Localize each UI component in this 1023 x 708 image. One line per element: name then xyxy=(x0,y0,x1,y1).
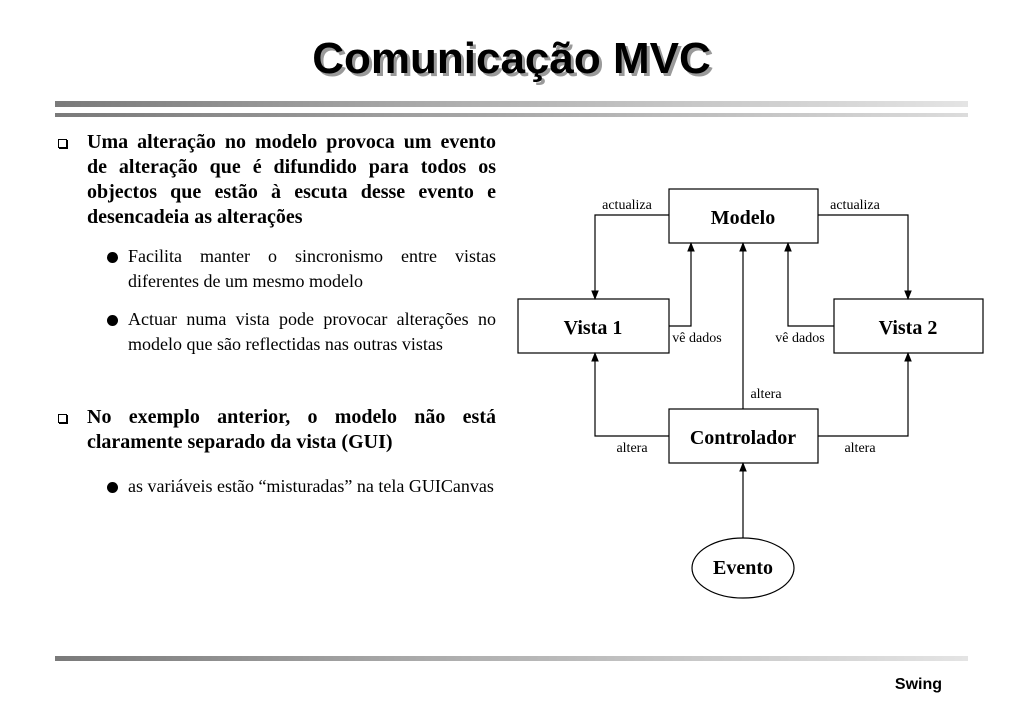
title-divider xyxy=(55,101,968,107)
ve-dados-left-label: vê dados xyxy=(672,331,721,346)
footer-label: Swing xyxy=(894,676,942,693)
sub-bullet-text: as variáveis estão “misturadas” na tela … xyxy=(128,476,494,496)
square-bullet-icon xyxy=(58,139,67,148)
sub-bullet-text: Actuar numa vista pode provocar alteraçõ… xyxy=(128,309,496,354)
round-bullet-icon xyxy=(107,315,118,326)
evento-label: Evento xyxy=(713,557,773,579)
bullet-item: No exemplo anterior, o modelo não está c… xyxy=(56,405,496,455)
ve-dados-right-arrow xyxy=(784,242,834,327)
altera-center-label: altera xyxy=(750,387,782,402)
round-bullet-icon xyxy=(107,482,118,493)
sub-bullet-text: Facilita manter o sincronismo entre vist… xyxy=(128,246,496,291)
sub-bullet-item: Facilita manter o sincronismo entre vist… xyxy=(56,244,496,294)
actualiza-right-arrow xyxy=(818,214,912,300)
sub-bullet-item: as variáveis estão “misturadas” na tela … xyxy=(56,474,496,499)
vista1-label: Vista 1 xyxy=(564,317,623,339)
actualiza-right-label: actualiza xyxy=(830,198,881,213)
title-divider-secondary xyxy=(55,113,968,117)
bullet-list: Uma alteração no modelo provoca um event… xyxy=(56,130,496,499)
bullet-item: Uma alteração no modelo provoca um event… xyxy=(56,130,496,230)
actualiza-left-label: actualiza xyxy=(602,198,653,213)
sub-bullet-item: Actuar numa vista pode provocar alteraçõ… xyxy=(56,307,496,357)
square-bullet-icon xyxy=(58,414,67,423)
mvc-diagram: Modelo Vista 1 Vista 2 Controlador Event… xyxy=(517,188,984,599)
round-bullet-icon xyxy=(107,252,118,263)
altera-left-label: altera xyxy=(616,441,648,456)
controlador-label: Controlador xyxy=(690,427,796,449)
bullet-text: Uma alteração no modelo provoca um event… xyxy=(87,131,496,228)
modelo-label: Modelo xyxy=(711,207,775,229)
altera-right-label: altera xyxy=(844,441,876,456)
altera-left-arrow xyxy=(591,352,669,437)
actualiza-left-arrow xyxy=(591,214,669,300)
footer-divider xyxy=(55,656,968,661)
ve-dados-right-label: vê dados xyxy=(775,331,824,346)
ve-dados-left-arrow xyxy=(669,242,695,327)
slide-title: Comunicação MVC xyxy=(312,34,711,83)
bullet-text: No exemplo anterior, o modelo não está c… xyxy=(87,406,496,453)
vista2-label: Vista 2 xyxy=(879,317,938,339)
altera-right-arrow xyxy=(818,352,912,437)
